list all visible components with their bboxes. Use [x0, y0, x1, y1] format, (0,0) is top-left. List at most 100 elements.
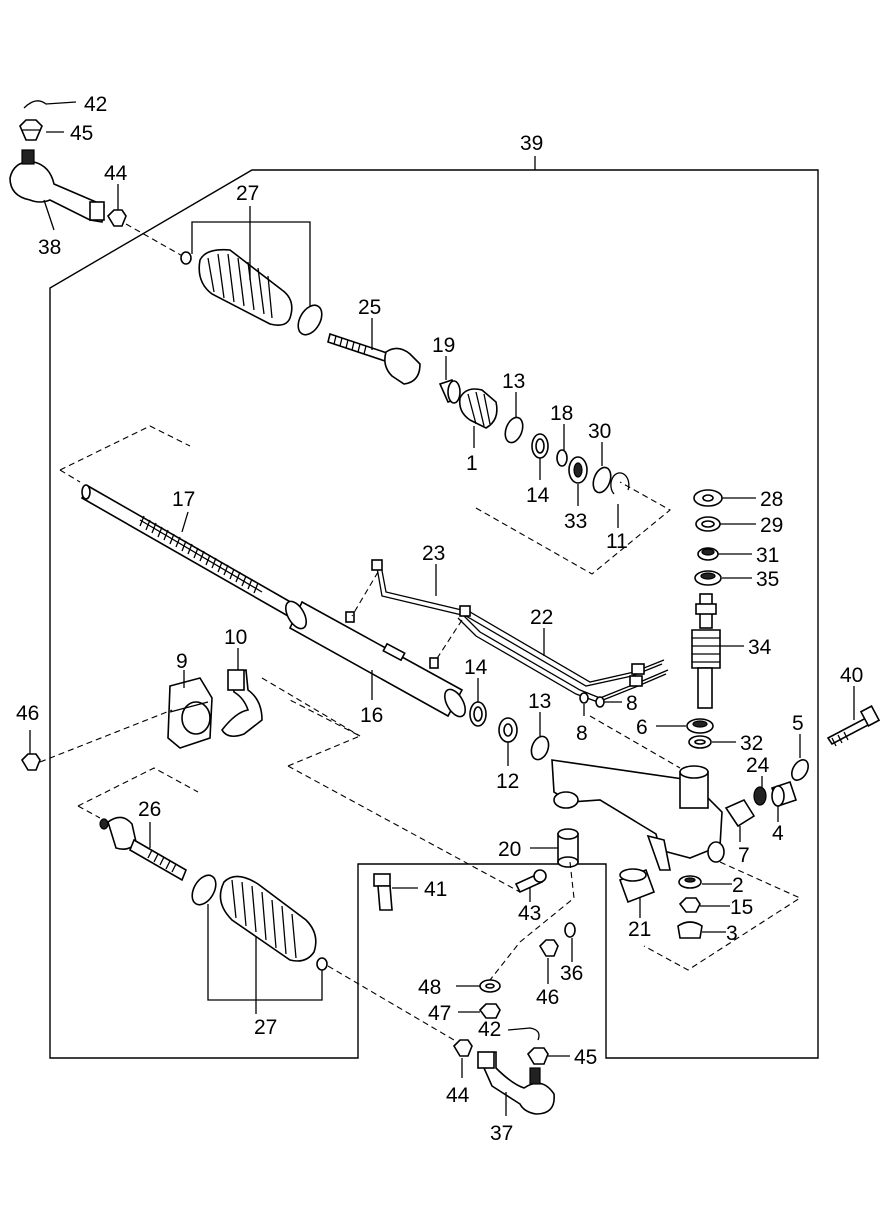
label-46-mid: 46: [536, 986, 559, 1009]
snap-ring-18: [556, 449, 568, 467]
nut-15: [678, 897, 701, 913]
cotter-pin-42: [23, 100, 77, 109]
label-41: 41: [424, 878, 447, 901]
label-45-lower: 45: [574, 1046, 597, 1069]
castle-nut-45: [19, 119, 43, 141]
yoke-7: [724, 798, 756, 828]
label-36: 36: [560, 962, 583, 985]
label-31: 31: [756, 544, 779, 567]
label-17: 17: [172, 488, 195, 511]
washer-29: [695, 516, 721, 532]
label-42-upper: 42: [84, 93, 107, 116]
label-27-lower: 27: [254, 1016, 277, 1039]
label-4: 4: [772, 822, 784, 845]
bellows-boot-27-lower: [191, 874, 328, 971]
label-46-left: 46: [16, 702, 39, 725]
adjusting-plug-4: [770, 780, 798, 808]
label-29: 29: [760, 514, 783, 537]
label-23: 23: [422, 542, 445, 565]
rack-housing-16: [284, 600, 467, 718]
nut-2: [678, 875, 702, 889]
bolt-41: [373, 873, 393, 911]
spring-24: [753, 786, 767, 806]
label-21: 21: [628, 918, 651, 941]
label-32: 32: [740, 732, 763, 755]
label-2: 2: [732, 874, 744, 897]
label-7: 7: [738, 844, 750, 867]
part-labels: 42 45 44 38 39 27 25 19 13 1 18 30 14 33…: [16, 93, 863, 1145]
cotter-pin-42-lower: [507, 1027, 540, 1041]
label-45-upper: 45: [70, 122, 93, 145]
label-47: 47: [428, 1002, 451, 1025]
label-20: 20: [498, 838, 521, 861]
label-8-lower: 8: [576, 722, 588, 745]
bearing-35: [694, 570, 722, 586]
washer-12: [498, 717, 518, 743]
label-39: 39: [520, 132, 543, 155]
label-10: 10: [224, 626, 247, 649]
label-1: 1: [466, 452, 478, 475]
label-35: 35: [756, 568, 779, 591]
fitting-8: [579, 692, 605, 708]
bushing-21: [618, 868, 656, 904]
washer-33: [568, 456, 588, 484]
nut-47: [478, 1003, 501, 1019]
label-43: 43: [518, 902, 541, 925]
label-5: 5: [792, 712, 804, 735]
label-25: 25: [358, 296, 381, 319]
label-26: 26: [138, 798, 161, 821]
tie-rod-end-37: [477, 1051, 555, 1115]
label-37: 37: [490, 1122, 513, 1145]
washer-48: [479, 979, 501, 993]
o-ring-13-upper: [504, 416, 524, 444]
lock-nut-44-lower: [452, 1039, 473, 1057]
tie-rod-end-38: [9, 149, 105, 223]
pinion-shaft-34: [691, 593, 721, 709]
nut-46-mid: [538, 939, 559, 957]
label-6: 6: [636, 716, 648, 739]
bearing-6: [686, 718, 714, 734]
bushing-19: [438, 379, 462, 404]
oil-seal-14-lower: [469, 701, 487, 727]
label-24: 24: [746, 754, 770, 777]
label-19: 19: [432, 334, 455, 357]
label-3: 3: [726, 922, 738, 945]
label-18: 18: [550, 402, 573, 425]
label-44-lower: 44: [446, 1084, 470, 1107]
lock-ring-5: [791, 759, 809, 781]
gear-housing: [551, 759, 725, 871]
inner-tie-rod-26: [99, 816, 188, 882]
seal-32: [688, 735, 712, 749]
label-30: 30: [588, 420, 611, 443]
label-13-lower: 13: [528, 690, 551, 713]
label-33: 33: [564, 510, 587, 533]
label-34: 34: [748, 636, 772, 659]
feed-tube-22: [457, 605, 669, 703]
label-22: 22: [530, 606, 553, 629]
label-38: 38: [38, 236, 61, 259]
mount-bracket-10: [221, 668, 263, 738]
rack-bushing-1: [458, 388, 498, 429]
bolt-40: [826, 705, 881, 747]
bushing-20: [557, 828, 579, 868]
label-16: 16: [360, 704, 383, 727]
seal-31: [697, 547, 719, 561]
rack-shaft-17: [80, 484, 297, 618]
label-15: 15: [730, 896, 753, 919]
label-12: 12: [496, 770, 519, 793]
inner-tie-rod-25: [327, 332, 421, 385]
label-14-lower: 14: [464, 656, 488, 679]
rubber-mount-9: [167, 677, 213, 749]
washer-36: [564, 922, 576, 938]
washer-28: [693, 489, 723, 507]
o-ring-13-lower: [530, 735, 550, 761]
label-13-upper: 13: [502, 370, 525, 393]
o-ring-30: [592, 466, 612, 494]
label-28: 28: [760, 488, 783, 511]
oil-seal-14-upper: [531, 433, 549, 459]
mount-3: [677, 921, 703, 939]
label-9: 9: [176, 650, 188, 673]
label-27-upper: 27: [236, 182, 259, 205]
castle-nut-45-lower: [526, 1047, 549, 1065]
